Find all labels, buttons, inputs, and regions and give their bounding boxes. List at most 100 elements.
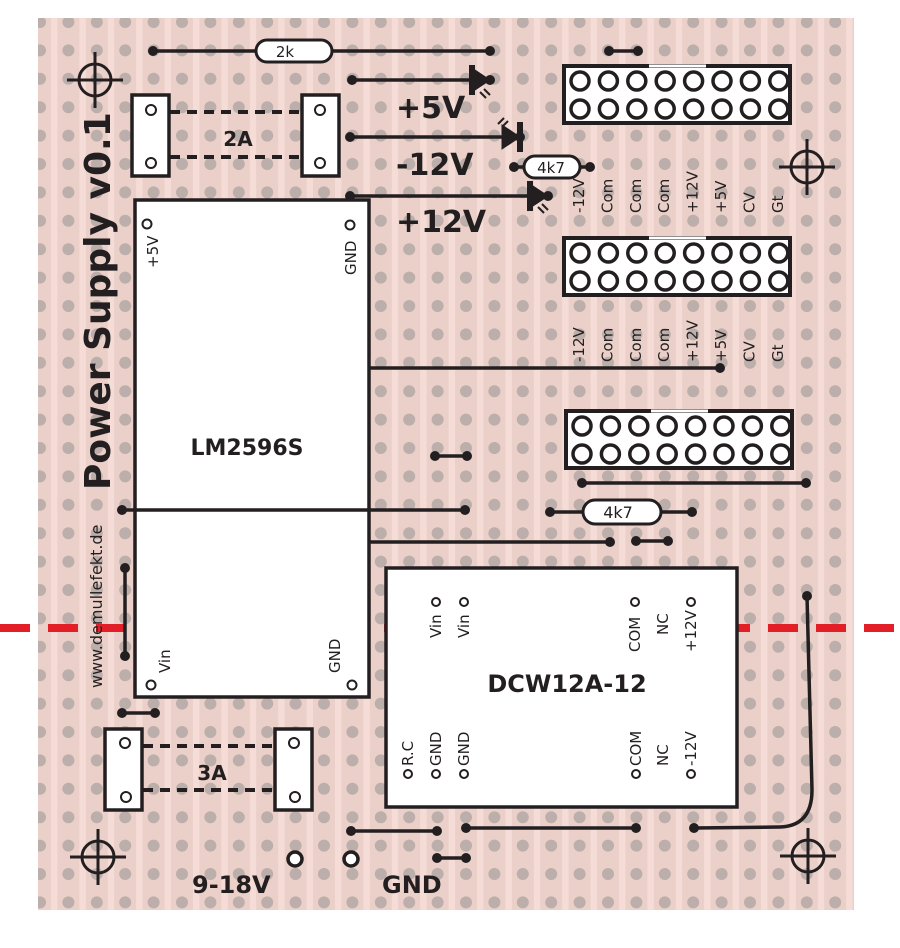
board-hole xyxy=(119,18,132,28)
board-hole xyxy=(62,243,75,256)
board-hole xyxy=(147,697,160,710)
board-hole xyxy=(744,18,756,28)
board-hole xyxy=(119,669,132,682)
board-hole xyxy=(772,584,785,596)
board-hole xyxy=(119,72,132,85)
board-hole xyxy=(829,584,842,596)
board-hole xyxy=(204,186,217,199)
board-hole xyxy=(119,129,132,142)
board-hole xyxy=(658,470,671,483)
dcw12a-label: DCW12A-12 xyxy=(487,670,646,698)
board-hole xyxy=(431,243,444,256)
board-hole xyxy=(545,271,558,284)
dcw12a-module: DCW12A-12 Vin Vin COM NC +12V R.C GND GN… xyxy=(384,566,739,809)
board-hole xyxy=(38,584,46,596)
board-hole xyxy=(630,328,643,341)
solder-point xyxy=(509,162,519,172)
board-hole xyxy=(829,300,842,312)
board-hole xyxy=(772,498,785,511)
fuse-2a-label: 2A xyxy=(223,127,253,151)
board-hole xyxy=(289,839,302,852)
board-hole xyxy=(431,555,444,568)
board-hole xyxy=(232,72,245,85)
board-hole xyxy=(829,811,842,824)
board-hole xyxy=(573,300,586,312)
board-hole xyxy=(516,356,529,369)
header-pin xyxy=(599,415,622,437)
board-hole xyxy=(460,101,472,114)
header-pin-label: +12V xyxy=(684,170,702,213)
board-hole xyxy=(829,328,842,341)
board-hole xyxy=(62,385,75,398)
board-hole xyxy=(403,868,416,880)
board-hole xyxy=(90,328,103,341)
board-hole xyxy=(431,271,444,284)
board-hole xyxy=(545,470,558,483)
solder-point xyxy=(577,478,587,488)
board-hole xyxy=(90,214,103,227)
solder-point xyxy=(460,505,470,515)
board-hole xyxy=(744,129,756,142)
header-pin xyxy=(739,70,762,92)
board-hole xyxy=(715,328,728,341)
board-hole xyxy=(800,669,813,682)
board-hole xyxy=(573,527,586,540)
board-hole xyxy=(630,18,643,28)
board-hole xyxy=(715,470,728,483)
board-hole xyxy=(90,186,103,199)
board-hole xyxy=(62,442,75,454)
board-hole xyxy=(374,612,387,625)
solder-point xyxy=(347,75,357,85)
board-hole xyxy=(488,470,501,483)
solder-point xyxy=(346,826,356,836)
header-pin xyxy=(654,270,676,292)
dcw12a-pin-nc-top: NC xyxy=(654,613,672,635)
board-hole xyxy=(318,896,330,909)
board-hole xyxy=(38,214,46,227)
board-hole xyxy=(658,186,671,199)
board-hole xyxy=(62,896,75,909)
board-hole xyxy=(176,18,188,28)
pin-header-3 xyxy=(564,409,794,470)
board-hole xyxy=(261,18,274,28)
board-hole xyxy=(374,555,387,568)
board-hole xyxy=(687,356,700,369)
board-hole xyxy=(431,413,444,426)
board-hole xyxy=(858,669,870,681)
board-hole xyxy=(516,868,529,880)
solder-point xyxy=(120,651,130,661)
board-hole xyxy=(346,896,359,909)
board-hole xyxy=(658,300,671,312)
board-hole xyxy=(687,186,700,199)
board-hole xyxy=(630,158,643,170)
board-hole xyxy=(318,839,330,852)
board-hole xyxy=(516,328,529,341)
board-hole xyxy=(858,272,870,284)
board-hole xyxy=(431,101,444,114)
board-hole xyxy=(800,129,813,142)
board-hole xyxy=(658,868,671,880)
solder-point xyxy=(802,591,812,601)
board-hole xyxy=(38,158,46,170)
board-hole xyxy=(488,442,501,454)
board-hole xyxy=(630,300,643,312)
board-hole xyxy=(658,356,671,369)
mounting-hole-top-right xyxy=(779,139,835,195)
board-hole xyxy=(374,754,387,767)
board-hole xyxy=(119,385,132,398)
board-hole xyxy=(38,640,46,653)
board-hole xyxy=(858,16,870,28)
resistor-4k7-bottom: 4k7 xyxy=(581,498,663,526)
board-hole xyxy=(630,555,643,568)
header-pin xyxy=(739,270,762,292)
board-hole xyxy=(90,896,103,909)
board-hole xyxy=(744,640,756,653)
board-hole xyxy=(602,527,614,540)
board-hole xyxy=(403,18,416,28)
board-hole xyxy=(630,868,643,880)
board-hole xyxy=(38,555,46,568)
board-hole xyxy=(545,328,558,341)
board-hole xyxy=(460,214,472,227)
board-hole xyxy=(687,896,700,909)
solder-point xyxy=(545,507,555,517)
